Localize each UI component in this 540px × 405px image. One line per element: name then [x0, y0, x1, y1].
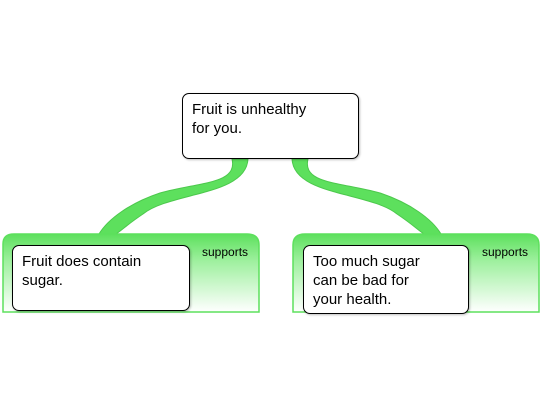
right-support-link — [291, 158, 442, 235]
supports-label-2: supports — [482, 245, 529, 259]
supports-label-1: supports — [202, 245, 249, 259]
reason-box-1[interactable]: Fruit does contain sugar. — [12, 245, 190, 311]
left-support-link — [98, 158, 249, 235]
reason-box-2[interactable]: Too much sugar can be bad for your healt… — [303, 245, 469, 314]
claim-box[interactable]: Fruit is unhealthy for you. — [182, 93, 359, 159]
